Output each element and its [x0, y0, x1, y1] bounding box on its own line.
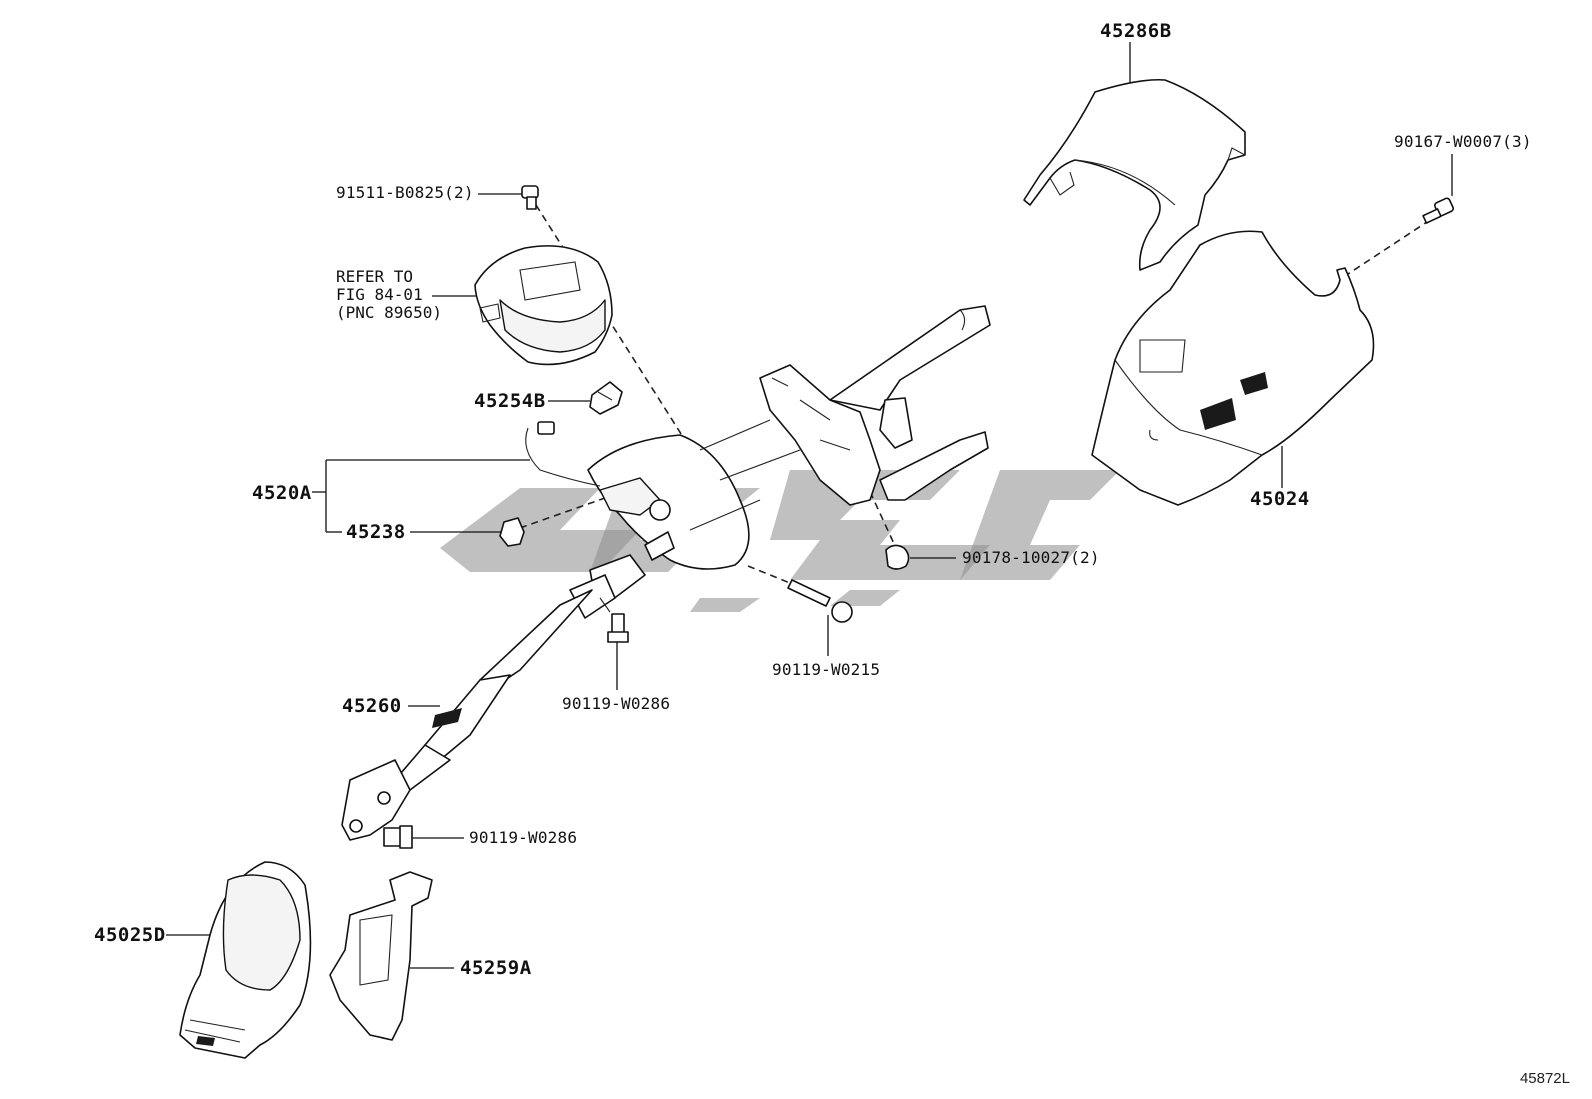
label-91511: 91511-B0825(2) [336, 183, 474, 202]
upper-column-cover [1023, 78, 1246, 271]
label-90119-w0286-lower: 90119-W0286 [469, 828, 578, 847]
bolt-90119-w0215 [787, 579, 853, 623]
boot-bracket [329, 871, 433, 1041]
steering-column-assembly [525, 305, 991, 570]
label-45259a: 45259A [460, 957, 532, 979]
steering-boot [179, 861, 312, 1059]
lower-column-cover [1091, 230, 1375, 506]
refer-line-2: FIG 84-01 [336, 285, 423, 304]
nut-90178 [885, 544, 910, 570]
screw-91511 [521, 185, 539, 210]
bolt-90119-w0286-lower [383, 825, 413, 849]
label-90178: 90178-10027(2) [962, 548, 1100, 567]
spiral-cable [474, 245, 613, 366]
clip-45254B [589, 381, 623, 415]
label-4520a: 4520A [252, 482, 312, 504]
refer-note: REFER TO FIG 84-01 (PNC 89650) [336, 268, 442, 322]
label-90119-w0286-upper: 90119-W0286 [562, 694, 671, 713]
intermediate-shaft [341, 554, 646, 841]
label-45254b: 45254B [474, 390, 546, 412]
label-45260: 45260 [342, 695, 402, 717]
label-45025d: 45025D [94, 924, 166, 946]
refer-line-3: (PNC 89650) [336, 303, 442, 322]
refer-line-1: REFER TO [336, 267, 414, 286]
watermark-logo [440, 470, 1120, 612]
figure-code: 45872L [1519, 1070, 1570, 1087]
label-45238: 45238 [346, 521, 406, 543]
screw-90167 [1422, 197, 1455, 224]
label-45024: 45024 [1250, 488, 1310, 510]
label-90167: 90167-W0007(3) [1394, 132, 1532, 151]
leader-lines [166, 42, 1453, 969]
bolt-90119-w0286-upper [607, 613, 629, 643]
label-45286b: 45286B [1100, 20, 1172, 42]
label-90119-w0215: 90119-W0215 [772, 660, 881, 679]
clip-45238 [499, 517, 525, 547]
